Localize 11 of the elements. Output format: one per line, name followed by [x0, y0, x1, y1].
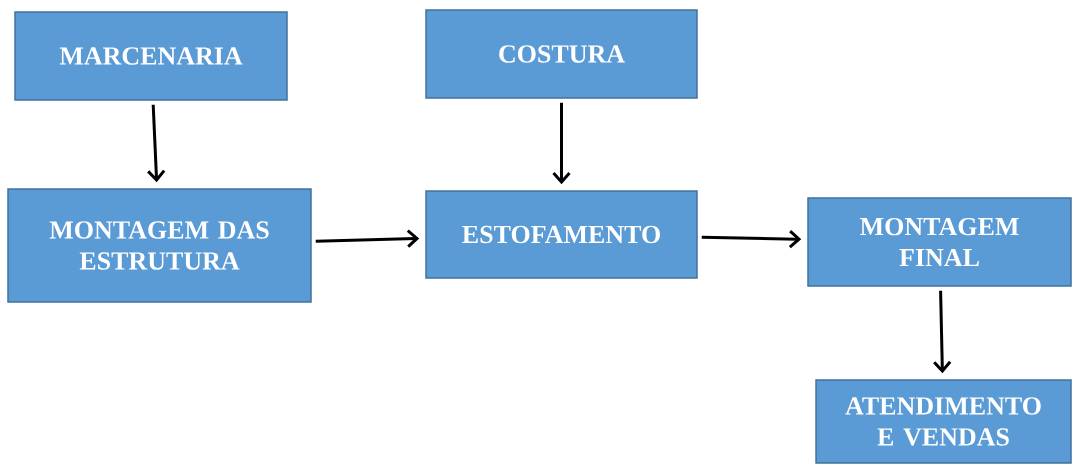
process-box: ESTOFAMENTO [425, 190, 698, 279]
process-box: ATENDIMENTO E VENDAS [815, 379, 1072, 464]
process-box: MONTAGEM DAS ESTRUTURA [7, 188, 312, 303]
arrow [315, 229, 420, 248]
arrow [701, 229, 802, 249]
process-box: MONTAGEM FINAL [807, 197, 1072, 287]
process-box: MARCENARIA [14, 11, 288, 101]
arrow [552, 102, 571, 185]
arrow [147, 104, 166, 183]
arrow [933, 290, 952, 374]
process-box: COSTURA [425, 9, 698, 99]
